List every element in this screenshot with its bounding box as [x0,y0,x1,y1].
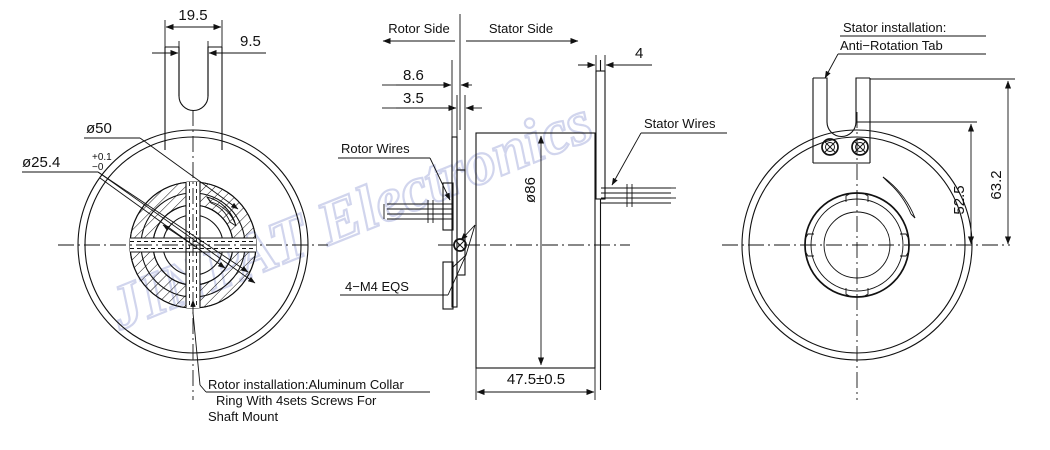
callout-d50: ø50 [84,120,239,210]
dim-63-2: 63.2 [870,78,1015,245]
dim-d86: ø86 [522,135,545,366]
screw-callout: 4−M4 EQS [340,224,476,296]
dim-overall-length-text: 47.5±0.5 [507,371,565,388]
dim-overall-length: 47.5±0.5 [475,368,596,400]
left-view: 19.5 9.5 [22,7,430,424]
rotor-wires-label: Rotor Wires [341,141,410,156]
tab-screw-left [821,138,839,156]
stator-note-line-2: Anti−Rotation Tab [840,38,943,53]
right-view-body [722,112,1010,400]
middle-view-body [475,132,596,369]
callout-d50-text: ø50 [86,120,112,137]
rotor-side-label: Rotor Side [388,21,449,36]
callout-d25-4-tol-upper: +0.1 [92,152,112,163]
dim-9-5: 9.5 [152,33,266,72]
tab-screw-right [851,138,869,156]
dim-4-text: 4 [635,45,643,62]
rotor-note-line-3: Shaft Mount [208,409,278,424]
dim-52-5: 52.5 [857,121,977,245]
middle-view: Rotor Side Stator Side [338,14,727,400]
dim-4: 4 [578,45,652,75]
rotor-note-line-1: Rotor installation:Aluminum Collar [208,377,404,392]
rotor-note-line-2: Ring With 4sets Screws For [216,393,377,408]
dim-3-5: 3.5 [382,90,482,170]
dim-63-2-text: 63.2 [988,170,1005,199]
dim-3-5-text: 3.5 [403,90,424,107]
dim-8-6: 8.6 [382,60,472,140]
left-view-tab [164,46,223,150]
callout-d25-4: ø25.4 +0.1 −0 [22,152,256,284]
side-indicators: Rotor Side Stator Side [382,14,579,130]
stator-wires-label: Stator Wires [644,116,716,131]
callout-d25-4-tol-lower: −0 [92,162,104,173]
stator-installation-note: Stator installation: Anti−Rotation Tab [824,20,986,79]
callout-d25-4-text: ø25.4 [22,154,60,171]
dim-19-5: 19.5 [164,7,223,50]
dim-19-5-text: 19.5 [178,7,207,24]
dim-9-5-text: 9.5 [240,33,261,50]
dim-d86-text: ø86 [522,177,539,203]
stator-wires: Stator Wires [601,116,727,207]
rotor-wires: Rotor Wires [338,141,452,223]
stator-plate [595,60,606,390]
dim-52-5-text: 52.5 [951,185,968,214]
dim-8-6-text: 8.6 [403,67,424,84]
screw-spec-label: 4−M4 EQS [345,279,409,294]
right-view-tab [812,77,871,164]
right-view: Stator installation: Anti−Rotation Tab [722,20,1015,400]
stator-side-label: Stator Side [489,21,553,36]
stator-note-line-1: Stator installation: [843,20,946,35]
rotor-plates [442,136,466,310]
rotor-installation-note: Rotor installation:Aluminum Collar Ring … [190,299,430,424]
inner-radial-leaders [99,177,226,269]
